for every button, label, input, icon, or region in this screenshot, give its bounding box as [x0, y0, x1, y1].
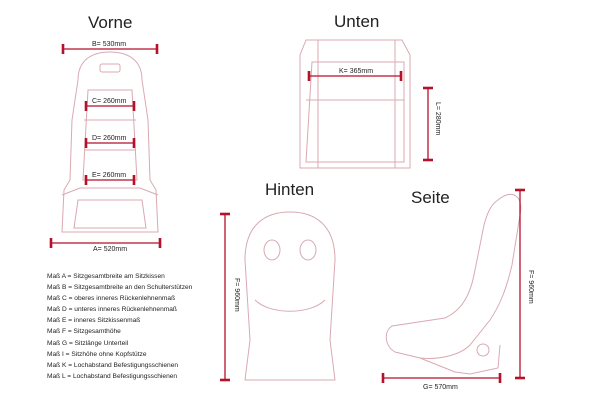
front-seat-drawing	[61, 51, 159, 233]
side-view-title: Seite	[411, 188, 450, 207]
legend-item-d: Maß D = unteres inneres Rückenlehnenmaß	[47, 306, 177, 314]
side-dimension-labels: F= 960mm G= 570mm	[423, 270, 534, 391]
legend-item-c: Maß C = oberes inneres Rückenlehnenmaß	[47, 295, 176, 303]
back-view-title: Hinten	[265, 180, 315, 199]
front-dimension-labels: B= 530mm C= 260mm D= 260mm E= 260mm A= 5…	[92, 41, 127, 253]
dim-label-l: L= 280mm	[434, 102, 441, 135]
dim-label-k: K= 365mm	[339, 68, 373, 75]
front-dimensions	[49, 43, 162, 249]
dim-label-c: C= 260mm	[92, 98, 127, 105]
dim-label-d: D= 260mm	[92, 135, 127, 142]
legend-item-g: Maß G = Sitzlänge Unterteil	[47, 339, 129, 347]
dim-label-f-side: F= 960mm	[527, 270, 534, 304]
legend-item-e: Maß E = inneres Sitzkissenmaß	[47, 317, 141, 325]
measurement-legend: Maß A = Sitzgesamtbreite am Sitzkissen M…	[47, 271, 247, 382]
dim-label-f-back: F= 960mm	[233, 278, 240, 312]
side-seat-drawing	[385, 193, 522, 375]
legend-item-l: Maß L = Lochabstand Befestigungsschienen	[47, 372, 178, 380]
side-dimensions	[381, 188, 526, 384]
legend-item-a: Maß A = Sitzgesamtbreite am Sitzkissen	[47, 273, 165, 280]
dim-label-b: B= 530mm	[92, 41, 126, 48]
legend-item-i: Maß I = Sitzhöhe ohne Kopfstütze	[47, 350, 147, 358]
front-view-title: Vorne	[88, 13, 133, 32]
bottom-dimension-labels: K= 365mm L= 280mm	[339, 68, 441, 135]
bottom-view-title: Unten	[334, 12, 380, 31]
dim-label-e: E= 260mm	[92, 172, 126, 179]
legend-item-f: Maß F = Sitzgesamthöhe	[47, 328, 121, 336]
bottom-dimensions	[307, 70, 434, 162]
bottom-seat-drawing	[299, 39, 411, 169]
dim-label-a: A= 520mm	[93, 246, 127, 253]
dim-label-g: G= 570mm	[423, 384, 458, 391]
legend-item-b: Maß B = Sitzgesamtbreite an den Schulter…	[47, 284, 193, 292]
back-seat-drawing	[244, 211, 336, 381]
back-dimension-labels: F= 960mm	[233, 278, 240, 312]
legend-item-k: Maß K = Lochabstand Befestigungsschienen	[47, 361, 179, 369]
